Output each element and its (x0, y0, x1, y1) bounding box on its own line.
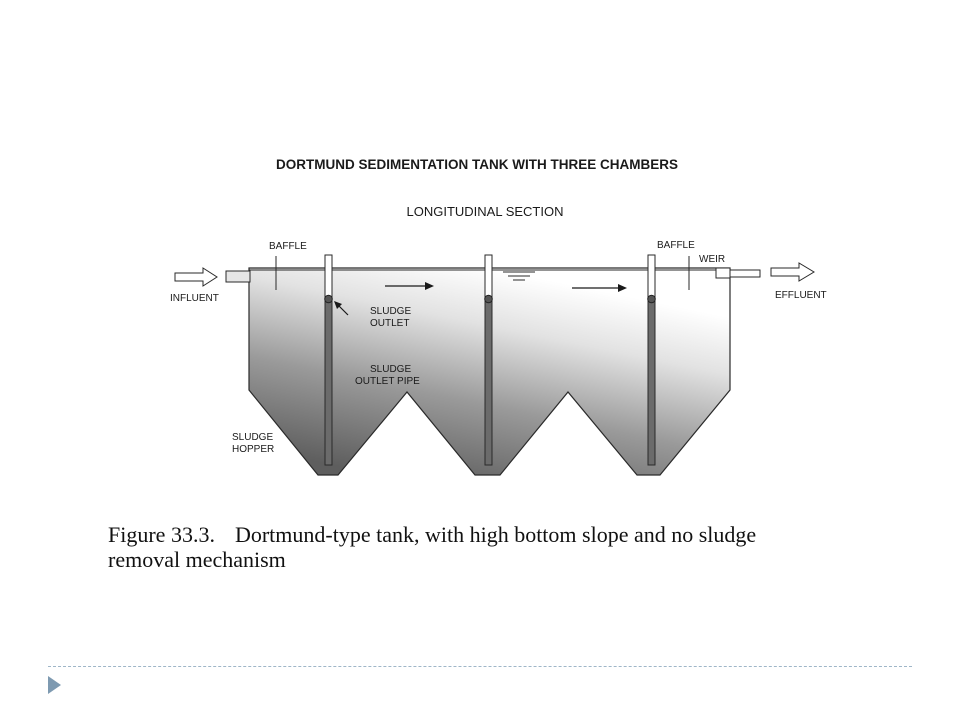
influent-label: INFLUENT (170, 293, 219, 304)
sludge-outlet-pointer-icon (334, 301, 349, 316)
sludge-outlet-pipe-3 (647, 254, 656, 466)
influent-arrow-icon (174, 267, 218, 287)
baffle-right-label: BAFFLE (657, 240, 695, 251)
sludge-outlet-label-line1: SLUDGE (370, 306, 411, 317)
diagram-subtitle: LONGITUDINAL SECTION (407, 204, 564, 219)
sludge-outlet-label-line2: OUTLET (370, 318, 409, 329)
footer-divider (48, 666, 912, 667)
effluent-label: EFFLUENT (775, 290, 827, 301)
sludge-outlet-pipe-1 (324, 254, 333, 466)
inlet-pipe (225, 270, 251, 283)
sludge-pipe-label-line1: SLUDGE (370, 364, 411, 375)
sludge-outlet-pipe-2 (484, 254, 493, 466)
weir-label: WEIR (699, 254, 725, 265)
baffle-left-label: BAFFLE (269, 241, 307, 252)
sludge-hopper-label-line1: SLUDGE (232, 432, 273, 443)
footer-bullet-triangle-icon (48, 676, 61, 694)
weir-block (715, 267, 731, 279)
figure-caption: Figure 33.3.Dortmund-type tank, with hig… (108, 522, 808, 572)
sludge-pipe-label-line2: OUTLET PIPE (355, 376, 420, 387)
outlet-pipe (729, 269, 761, 278)
sedimentation-tank-diagram: DORTMUND SEDIMENTATION TANK WITH THREE C… (170, 157, 827, 476)
water-level-symbol (503, 271, 535, 281)
flow-arrow-2-icon (572, 284, 627, 292)
figure-caption-text: Dortmund-type tank, with high bottom slo… (108, 522, 757, 572)
flow-arrow-1-icon (385, 282, 434, 290)
effluent-arrow-icon (770, 262, 815, 282)
figure-number: Figure 33.3. (108, 522, 215, 547)
sludge-hopper-label-line2: HOPPER (232, 444, 274, 455)
diagram-title: DORTMUND SEDIMENTATION TANK WITH THREE C… (276, 157, 678, 172)
